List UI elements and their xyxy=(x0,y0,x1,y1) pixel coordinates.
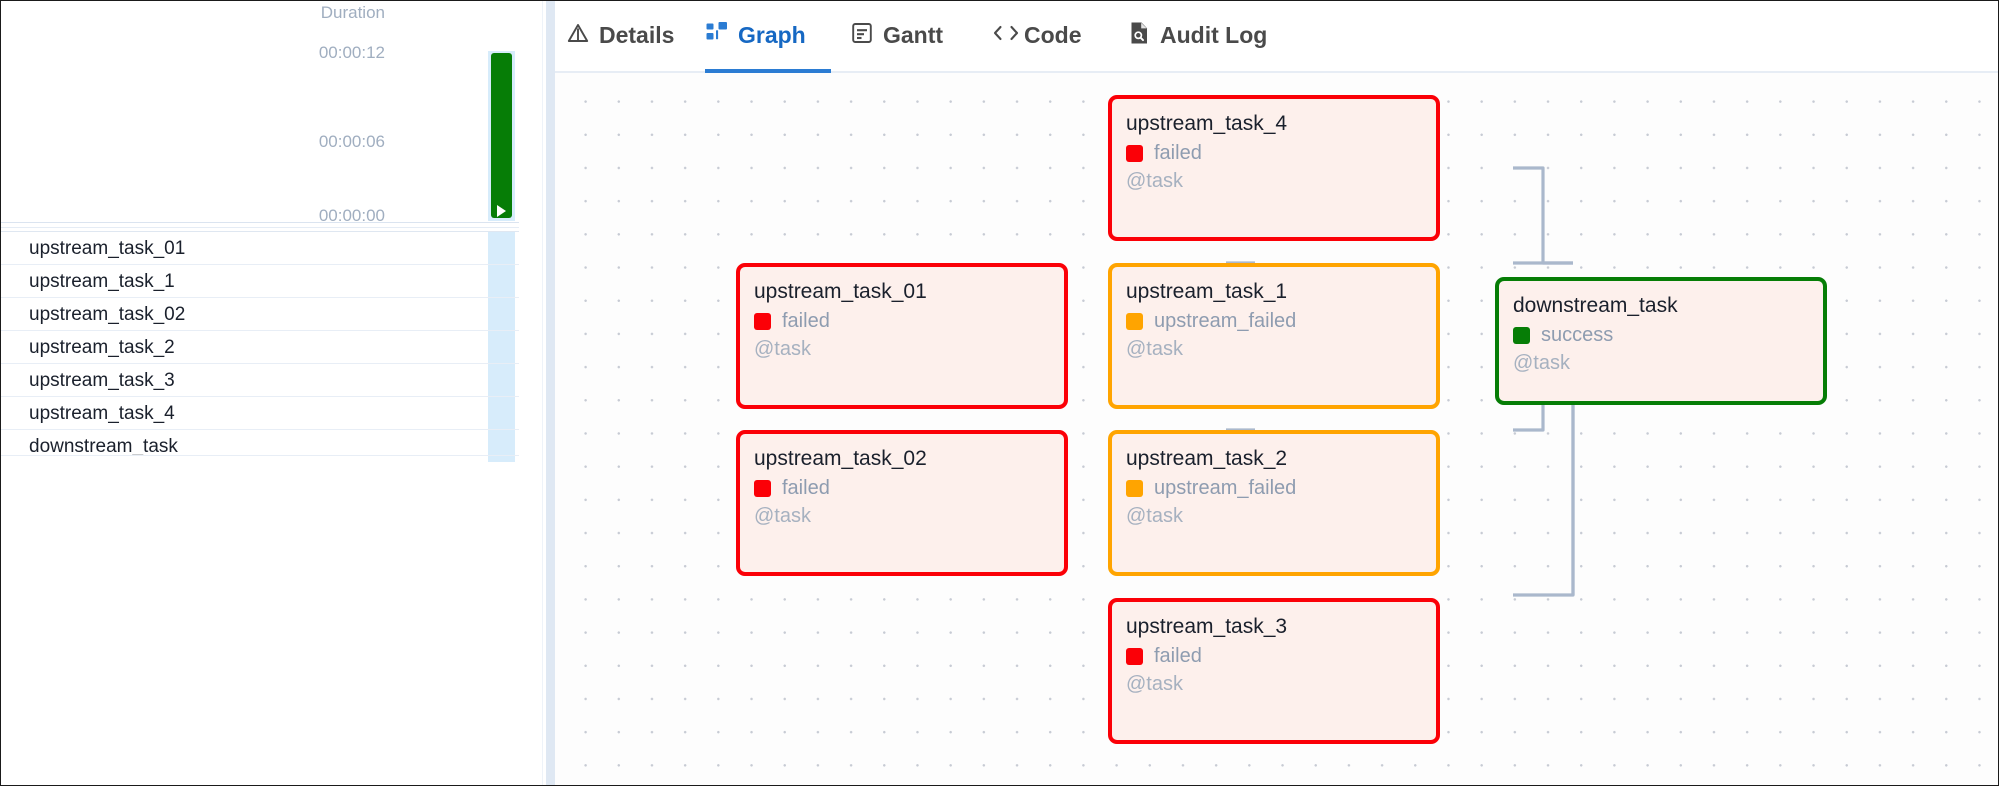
task-list-row[interactable]: upstream_task_3 xyxy=(1,363,519,396)
panel-divider-hairline xyxy=(542,1,543,785)
graph-canvas[interactable]: upstream_task_4 failed @task upstream_ta… xyxy=(555,73,1998,785)
tab-code[interactable]: Code xyxy=(991,21,1082,71)
node-operator: @task xyxy=(754,338,811,360)
edge-upstream_task_4-to-downstream_task xyxy=(1513,166,1573,265)
tab-graph[interactable]: Graph xyxy=(705,21,806,71)
task-list-row-label: upstream_task_2 xyxy=(29,337,175,358)
task-list-row-status-cell[interactable] xyxy=(488,331,515,363)
node-state-label: upstream_failed xyxy=(1154,476,1297,499)
duration-axis-tick-mid: 00:00:06 xyxy=(318,132,385,151)
node-title: upstream_task_2 xyxy=(1126,447,1288,470)
task-list-bottom-divider xyxy=(1,455,519,456)
status-swatch-icon xyxy=(754,479,771,497)
node-state-label: success xyxy=(1541,323,1614,346)
tab-label: Gantt xyxy=(883,22,944,48)
task-list-row-label: upstream_task_3 xyxy=(29,370,175,391)
status-swatch-icon xyxy=(1513,326,1530,344)
graph-node-upstream_task_4[interactable]: upstream_task_4 failed @task xyxy=(1108,95,1440,241)
node-state: success xyxy=(1513,322,1809,348)
duration-chart-title: Duration xyxy=(320,3,385,22)
status-swatch-icon xyxy=(1126,144,1143,162)
graph-node-downstream_task[interactable]: downstream_task success @task xyxy=(1495,277,1827,405)
tab-bar-underline xyxy=(555,71,1998,73)
task-list-row-status-cell[interactable] xyxy=(488,430,515,462)
document-search-icon xyxy=(1127,21,1151,47)
tab-details[interactable]: Details xyxy=(566,21,674,71)
task-list-row-label: upstream_task_1 xyxy=(29,271,175,292)
task-list-row-label: upstream_task_01 xyxy=(29,238,186,259)
node-state: upstream_failed xyxy=(1126,475,1422,501)
task-list-row[interactable]: upstream_task_01 xyxy=(1,231,519,264)
node-title: upstream_task_02 xyxy=(754,447,927,470)
status-swatch-icon xyxy=(1126,647,1143,665)
node-operator: @task xyxy=(1126,505,1183,527)
active-tab-underline xyxy=(705,69,831,73)
chart-baseline-shadow xyxy=(1,227,519,228)
node-title: downstream_task xyxy=(1513,294,1678,317)
task-list-row-status-cell[interactable] xyxy=(488,397,515,429)
code-brackets-icon xyxy=(991,21,1019,47)
task-list-row[interactable]: upstream_task_1 xyxy=(1,264,519,297)
warning-triangle-icon xyxy=(566,21,590,47)
node-state: failed xyxy=(1126,643,1422,669)
task-list-row[interactable]: downstream_task xyxy=(1,429,519,462)
graph-node-upstream_task_01[interactable]: upstream_task_01 failed @task xyxy=(736,263,1068,409)
graph-node-upstream_task_02[interactable]: upstream_task_02 failed @task xyxy=(736,430,1068,576)
node-operator: @task xyxy=(1126,170,1183,192)
tab-audit-log[interactable]: Audit Log xyxy=(1127,21,1267,71)
node-state: upstream_failed xyxy=(1126,308,1422,334)
task-list-row-label: upstream_task_02 xyxy=(29,304,186,325)
node-state: failed xyxy=(1126,140,1422,166)
node-state-label: failed xyxy=(1154,141,1202,164)
sitemap-graph-icon xyxy=(705,21,729,47)
node-title: upstream_task_01 xyxy=(754,280,927,303)
tab-gantt[interactable]: Gantt xyxy=(850,21,943,71)
node-title: upstream_task_3 xyxy=(1126,615,1288,638)
node-operator: @task xyxy=(754,505,811,527)
status-swatch-icon xyxy=(1126,312,1143,330)
tab-label: Code xyxy=(1024,22,1082,48)
node-state: failed xyxy=(754,308,1050,334)
duration-axis-tick-bottom: 00:00:00 xyxy=(318,206,385,225)
node-state-label: failed xyxy=(782,476,830,499)
tab-label: Audit Log xyxy=(1160,22,1268,48)
task-list-row[interactable]: upstream_task_4 xyxy=(1,396,519,429)
task-list-row-status-cell[interactable] xyxy=(488,232,515,264)
graph-node-upstream_task_1[interactable]: upstream_task_1 upstream_failed @task xyxy=(1108,263,1440,409)
duration-bar[interactable] xyxy=(491,53,512,218)
node-operator: @task xyxy=(1513,352,1570,374)
tab-label: Details xyxy=(599,22,675,48)
play-triangle-icon[interactable] xyxy=(497,205,506,217)
status-swatch-icon xyxy=(754,312,771,330)
tab-label: Graph xyxy=(738,22,806,48)
graph-node-upstream_task_2[interactable]: upstream_task_2 upstream_failed @task xyxy=(1108,430,1440,576)
node-operator: @task xyxy=(1126,338,1183,360)
task-list-row-label: downstream_task xyxy=(29,436,178,457)
task-list-row-status-cell[interactable] xyxy=(488,298,515,330)
node-state: failed xyxy=(754,475,1050,501)
task-list-row-label: upstream_task_4 xyxy=(29,403,175,424)
task-instance-list: upstream_task_01 upstream_task_1 upstream_… xyxy=(1,231,519,462)
duration-chart: Duration 00:00:12 00:00:06 00:00:00 xyxy=(1,1,519,225)
task-list-row[interactable]: upstream_task_02 xyxy=(1,297,519,330)
node-title: upstream_task_1 xyxy=(1126,280,1288,303)
gantt-chart-icon xyxy=(850,21,874,47)
tab-bar: Details Graph Gantt Code Audit Log xyxy=(555,1,1998,73)
node-state-label: failed xyxy=(1154,644,1202,667)
task-detail-panel: Details Graph Gantt Code Audit Log xyxy=(555,1,1998,785)
panel-resize-divider[interactable] xyxy=(546,1,555,785)
graph-node-upstream_task_3[interactable]: upstream_task_3 failed @task xyxy=(1108,598,1440,744)
node-state-label: failed xyxy=(782,309,830,332)
node-state-label: upstream_failed xyxy=(1154,309,1297,332)
status-swatch-icon xyxy=(1126,479,1143,497)
task-list-row-status-cell[interactable] xyxy=(488,364,515,396)
task-list-row[interactable]: upstream_task_2 xyxy=(1,330,519,363)
task-list-row-status-cell[interactable] xyxy=(488,265,515,297)
grid-panel: Duration 00:00:12 00:00:06 00:00:00 upst… xyxy=(1,1,519,785)
chart-baseline-divider xyxy=(1,222,519,223)
node-title: upstream_task_4 xyxy=(1126,112,1288,135)
node-operator: @task xyxy=(1126,673,1183,695)
duration-axis-tick-top: 00:00:12 xyxy=(318,43,385,62)
